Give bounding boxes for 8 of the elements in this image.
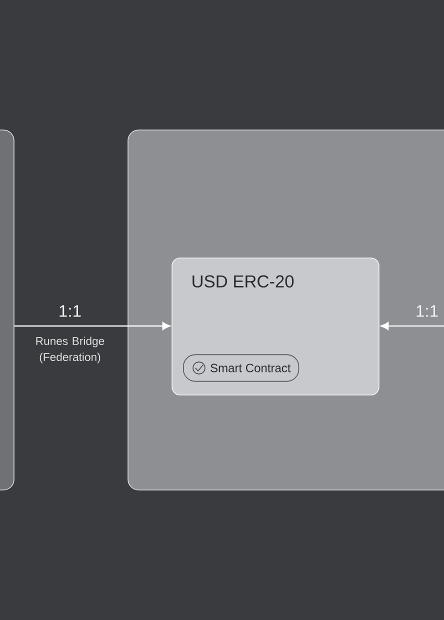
smart-contract-badge: Smart Contract	[183, 354, 300, 382]
panel	[0, 130, 14, 490]
arrow	[14, 322, 170, 330]
ratio-label: 1:1	[416, 305, 438, 317]
arrow	[380, 322, 444, 330]
ratio-label: 1:1	[60, 305, 81, 317]
bridge-label: Runes Bridge (Federation)	[36, 336, 104, 364]
token-title: USD ERC-20	[192, 275, 294, 288]
